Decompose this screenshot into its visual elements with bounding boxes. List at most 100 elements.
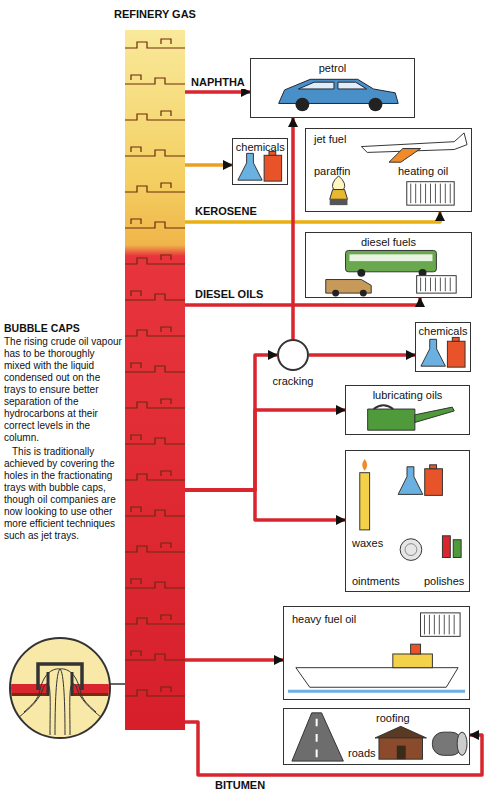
drawing-shape — [450, 184, 451, 204]
drawing-shape — [330, 190, 348, 200]
fraction-label: BITUMEN — [214, 779, 266, 792]
drawing-shape — [131, 219, 141, 224]
vapour-flow — [55, 669, 96, 735]
node-label: paraffin — [314, 165, 351, 178]
node-label: chemicals — [419, 325, 468, 338]
drawing-shape — [125, 510, 185, 516]
drawing-shape — [407, 182, 454, 205]
drawing-shape — [357, 269, 365, 277]
drawing-shape — [125, 186, 185, 192]
drawing-shape — [369, 98, 383, 112]
product-box: lubricating oils — [345, 385, 470, 435]
drawing-shape — [360, 473, 370, 530]
drawing-shape — [444, 615, 445, 635]
drawing-shape — [330, 199, 348, 205]
vapour-flow — [18, 684, 50, 735]
drawing-shape — [346, 250, 437, 271]
drawing-shape — [125, 546, 185, 552]
product-icon — [125, 30, 185, 730]
cracking-unit: cracking — [277, 339, 309, 371]
drawing-shape — [296, 668, 458, 688]
drawing-shape — [161, 399, 171, 404]
drawing-shape — [125, 258, 185, 264]
product-box: chemicals — [415, 322, 471, 372]
drawing-shape — [453, 540, 461, 558]
node-label: REFINERY GAS — [114, 8, 196, 21]
node-label: heating oil — [398, 165, 448, 178]
drawing-shape — [368, 409, 415, 430]
drawing-shape — [425, 278, 426, 292]
node-label: cracking — [273, 375, 314, 388]
drawing-shape — [131, 75, 141, 80]
fraction-label: DIESEL OILS — [194, 288, 264, 301]
product-box: chemicals — [232, 138, 288, 185]
pipe — [309, 353, 415, 357]
drawing-shape — [415, 184, 416, 204]
drawing-shape — [288, 690, 465, 693]
drawing-shape — [125, 690, 185, 696]
drawing-shape — [125, 330, 185, 336]
drawing-shape — [161, 471, 171, 476]
drawing-shape — [295, 98, 309, 112]
drawing-shape — [131, 507, 141, 512]
pipe — [185, 658, 283, 662]
node-label: lubricating oils — [373, 389, 443, 402]
drawing-shape — [440, 184, 441, 204]
drawing-shape — [435, 184, 436, 204]
drawing-shape — [447, 341, 465, 367]
drawing-shape — [430, 184, 431, 204]
drawing-shape — [415, 407, 454, 422]
drawing-shape — [430, 278, 431, 292]
node-label: heavy fuel oil — [292, 613, 356, 626]
node-label: roads — [348, 747, 376, 760]
drawing-shape — [161, 255, 171, 260]
drawing-shape — [375, 726, 426, 738]
drawing-shape — [425, 184, 426, 204]
product-box: diesel fuels — [305, 232, 472, 298]
pipe — [185, 355, 277, 490]
drawing-shape — [125, 402, 185, 408]
drawing-shape — [434, 615, 435, 635]
drawing-shape — [125, 114, 185, 120]
pipe — [185, 410, 345, 490]
node-label: polishes — [424, 575, 464, 588]
drawing-shape — [125, 78, 185, 84]
drawing-shape — [125, 618, 185, 624]
node-label: waxes — [352, 537, 383, 550]
drawing-shape — [374, 405, 394, 409]
drawing-shape — [445, 278, 446, 292]
note-block: BUBBLE CAPSThe rising crude oil vapour h… — [4, 322, 122, 544]
drawing-shape — [292, 713, 343, 761]
drawing-shape — [131, 147, 141, 152]
drawing-shape — [360, 290, 367, 297]
drawing-shape — [445, 184, 446, 204]
drawing-shape — [439, 615, 440, 635]
note-heading: BUBBLE CAPS — [4, 322, 122, 334]
vapour-flow — [70, 684, 102, 735]
drawing-shape — [131, 579, 141, 584]
drawing-shape — [430, 465, 437, 469]
drawing-shape — [161, 615, 171, 620]
drawing-shape — [125, 150, 185, 156]
product-box: roadsroofing — [283, 708, 470, 765]
drawing-shape — [362, 459, 367, 471]
drawing-shape — [400, 539, 422, 561]
product-box: petrol — [250, 58, 415, 118]
drawing-shape — [457, 732, 467, 755]
drawing-shape — [125, 366, 185, 372]
drawing-shape — [125, 582, 185, 588]
drawing-shape — [316, 719, 318, 758]
drawing-shape — [417, 276, 457, 293]
drawing-shape — [238, 153, 262, 180]
drawing-shape — [131, 363, 141, 368]
drawing-shape — [454, 615, 455, 635]
product-icon — [346, 451, 469, 591]
drawing-shape — [442, 536, 450, 558]
drawing-shape — [125, 474, 185, 480]
fraction-label: NAPHTHA — [190, 76, 246, 89]
product-box: waxesointmentspolishes — [345, 450, 470, 592]
bubble-cap-detail — [5, 638, 126, 738]
riser — [48, 672, 72, 696]
drawing-shape — [389, 149, 421, 163]
product-box: jet fuelparaffinheating oil — [305, 128, 472, 212]
